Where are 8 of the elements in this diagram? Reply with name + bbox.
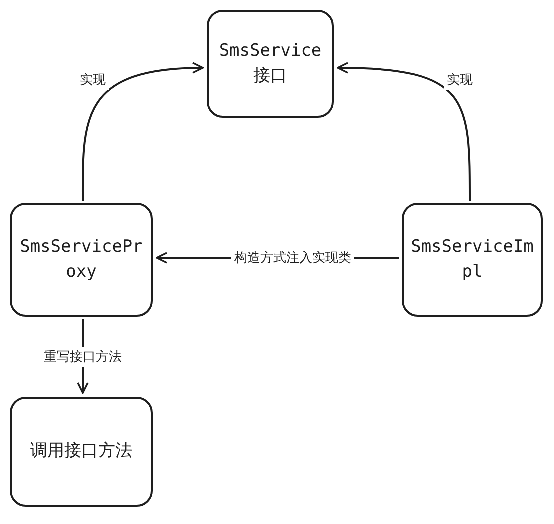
process-box: SmsServiceImpl bbox=[402, 203, 543, 317]
arrow bbox=[82, 62, 204, 201]
process-box: SmsServiceProxy bbox=[10, 203, 153, 317]
process-box: SmsService接口 bbox=[207, 10, 334, 118]
arrow bbox=[337, 62, 471, 201]
process-box: 调用接口方法 bbox=[10, 397, 153, 507]
edge-label: 重写接口方法 bbox=[41, 347, 125, 367]
edge-label: 实现 bbox=[444, 70, 476, 90]
